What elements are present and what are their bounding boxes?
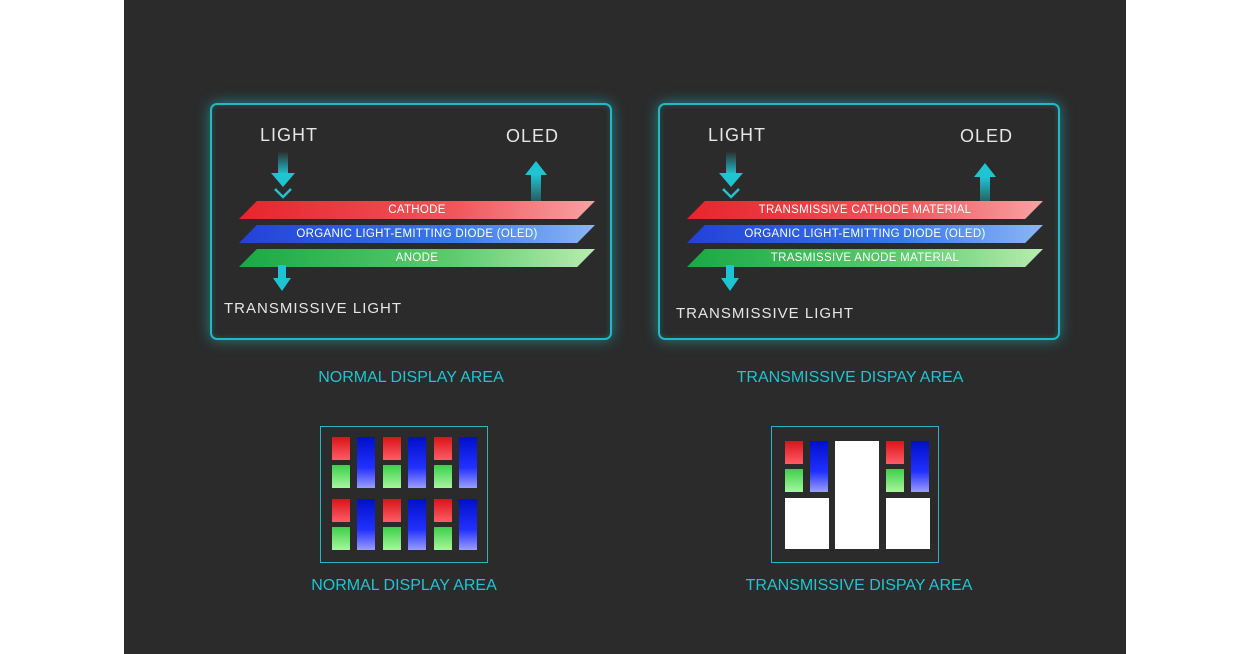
cathode-layer: TRANSMISSIVE CATHODE MATERIAL bbox=[687, 201, 1043, 219]
oled-layer-label: ORGANIC LIGHT-EMITTING DIODE (OLED) bbox=[744, 228, 986, 240]
red-subpixel bbox=[383, 437, 401, 460]
green-subpixel bbox=[434, 527, 452, 550]
green-subpixel bbox=[886, 469, 904, 492]
transmissive-layer-panel: LIGHT OLED TRANSMISSIVE CATHODE MATERIAL… bbox=[658, 103, 1060, 340]
red-subpixel bbox=[785, 441, 803, 464]
grid-caption-normal: NORMAL DISPLAY AREA bbox=[311, 577, 497, 594]
blue-subpixel bbox=[911, 441, 929, 492]
red-subpixel bbox=[434, 499, 452, 522]
anode-label: TRASMISSIVE ANODE MATERIAL bbox=[770, 252, 960, 264]
normal-layer-panel: LIGHT OLED CATHODE ORGANIC LIGHT-EMITTIN… bbox=[210, 103, 612, 340]
transparent-window bbox=[835, 441, 879, 549]
red-subpixel bbox=[383, 499, 401, 522]
blue-subpixel bbox=[810, 441, 828, 492]
red-subpixel bbox=[332, 437, 350, 460]
diagram-stage: LIGHT OLED CATHODE ORGANIC LIGHT-EMITTIN… bbox=[124, 0, 1126, 654]
cathode-layer: CATHODE bbox=[239, 201, 595, 219]
oled-layer-label: ORGANIC LIGHT-EMITTING DIODE (OLED) bbox=[296, 228, 538, 240]
oled-up-arrow-icon bbox=[525, 161, 547, 213]
anode-label: ANODE bbox=[395, 252, 439, 264]
transparent-window bbox=[886, 498, 930, 549]
oled-layer: ORGANIC LIGHT-EMITTING DIODE (OLED) bbox=[687, 225, 1043, 243]
panel-caption-transmissive: TRANSMISSIVE DISPAY AREA bbox=[736, 369, 964, 386]
blue-subpixel bbox=[408, 437, 426, 488]
green-subpixel bbox=[383, 527, 401, 550]
green-subpixel bbox=[332, 465, 350, 488]
blue-subpixel bbox=[357, 437, 375, 488]
green-subpixel bbox=[785, 469, 803, 492]
blue-subpixel bbox=[357, 499, 375, 550]
red-subpixel bbox=[434, 437, 452, 460]
oled-label: OLED bbox=[960, 126, 1014, 146]
transmissive-down-arrow-icon bbox=[273, 265, 291, 291]
red-subpixel bbox=[886, 441, 904, 464]
blue-subpixel bbox=[459, 499, 477, 550]
panel-caption-normal: NORMAL DISPLAY AREA bbox=[318, 369, 504, 386]
green-subpixel bbox=[383, 465, 401, 488]
transmissive-light-label: TRANSMISSIVE LIGHT bbox=[224, 300, 403, 317]
blue-subpixel bbox=[459, 437, 477, 488]
transmissive-down-arrow-icon bbox=[721, 265, 739, 291]
green-subpixel bbox=[332, 527, 350, 550]
oled-up-arrow-icon bbox=[974, 163, 996, 215]
cathode-label: CATHODE bbox=[388, 204, 446, 216]
light-label: LIGHT bbox=[260, 125, 319, 145]
green-subpixel bbox=[434, 465, 452, 488]
anode-layer: TRASMISSIVE ANODE MATERIAL bbox=[687, 249, 1043, 267]
oled-layer: ORGANIC LIGHT-EMITTING DIODE (OLED) bbox=[239, 225, 595, 243]
blue-subpixel bbox=[408, 499, 426, 550]
transparent-window bbox=[785, 498, 829, 549]
red-subpixel bbox=[332, 499, 350, 522]
transmissive-pixel-grid bbox=[771, 426, 939, 563]
oled-label: OLED bbox=[506, 126, 560, 146]
light-down-arrow-icon bbox=[271, 151, 295, 199]
cathode-label: TRANSMISSIVE CATHODE MATERIAL bbox=[758, 204, 972, 216]
anode-layer: ANODE bbox=[239, 249, 595, 267]
grid-caption-transmissive: TRANSMISSIVE DISPAY AREA bbox=[745, 577, 973, 594]
light-down-arrow-icon bbox=[719, 151, 743, 199]
transmissive-light-label: TRANSMISSIVE LIGHT bbox=[676, 305, 855, 322]
light-label: LIGHT bbox=[708, 125, 767, 145]
normal-pixel-grid bbox=[320, 426, 488, 563]
